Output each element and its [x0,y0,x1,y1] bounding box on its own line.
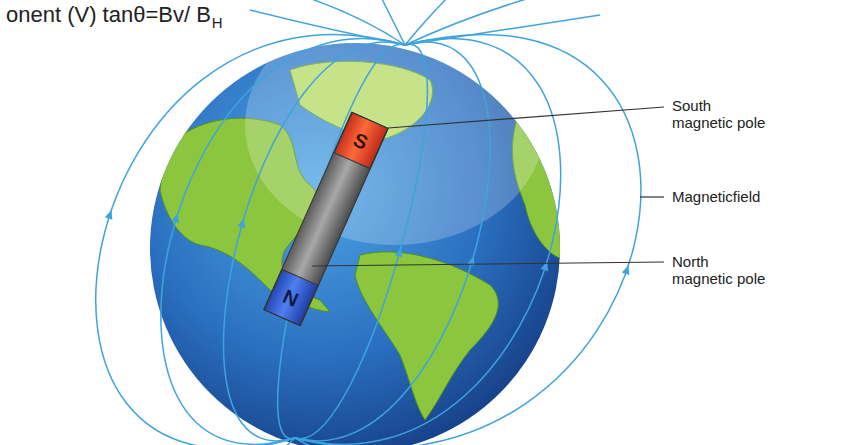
field-arrow [171,212,181,223]
magnet-pole: S [333,112,388,169]
field-line [200,438,295,445]
field-line [405,0,540,45]
formula-text: H [212,14,223,31]
bar-magnet [264,112,388,326]
field-line [295,438,410,445]
field-arrow [622,264,632,275]
field-lines [96,0,641,445]
field-line [380,0,405,45]
field-arrow [237,217,247,228]
field-line [250,10,405,45]
field-line [405,0,450,45]
leader-line [640,196,664,197]
south-america [355,252,498,420]
field-arrow [395,246,405,257]
pole-letter: N [281,285,302,309]
magnet-pole: N [264,268,319,325]
field-line [300,0,405,45]
field-line [270,438,295,445]
formula-text: onent (V) tanθ=Bv/ B [6,2,211,27]
callout-label: South magnetic pole [672,97,772,132]
field-line [405,15,600,45]
field-line [295,34,641,445]
magnet-body [264,112,388,326]
field-line [161,39,405,445]
callout-label: North magnetic pole [672,253,772,288]
leader-line [312,262,664,266]
field-line [224,42,405,441]
field-arrow [105,209,115,220]
light-cap [245,5,545,245]
leader-line [388,107,664,128]
callout-label: Magneticfield [672,188,760,205]
pole-letter: S [351,129,371,153]
field-line [96,34,405,445]
field-arrow [541,260,551,271]
